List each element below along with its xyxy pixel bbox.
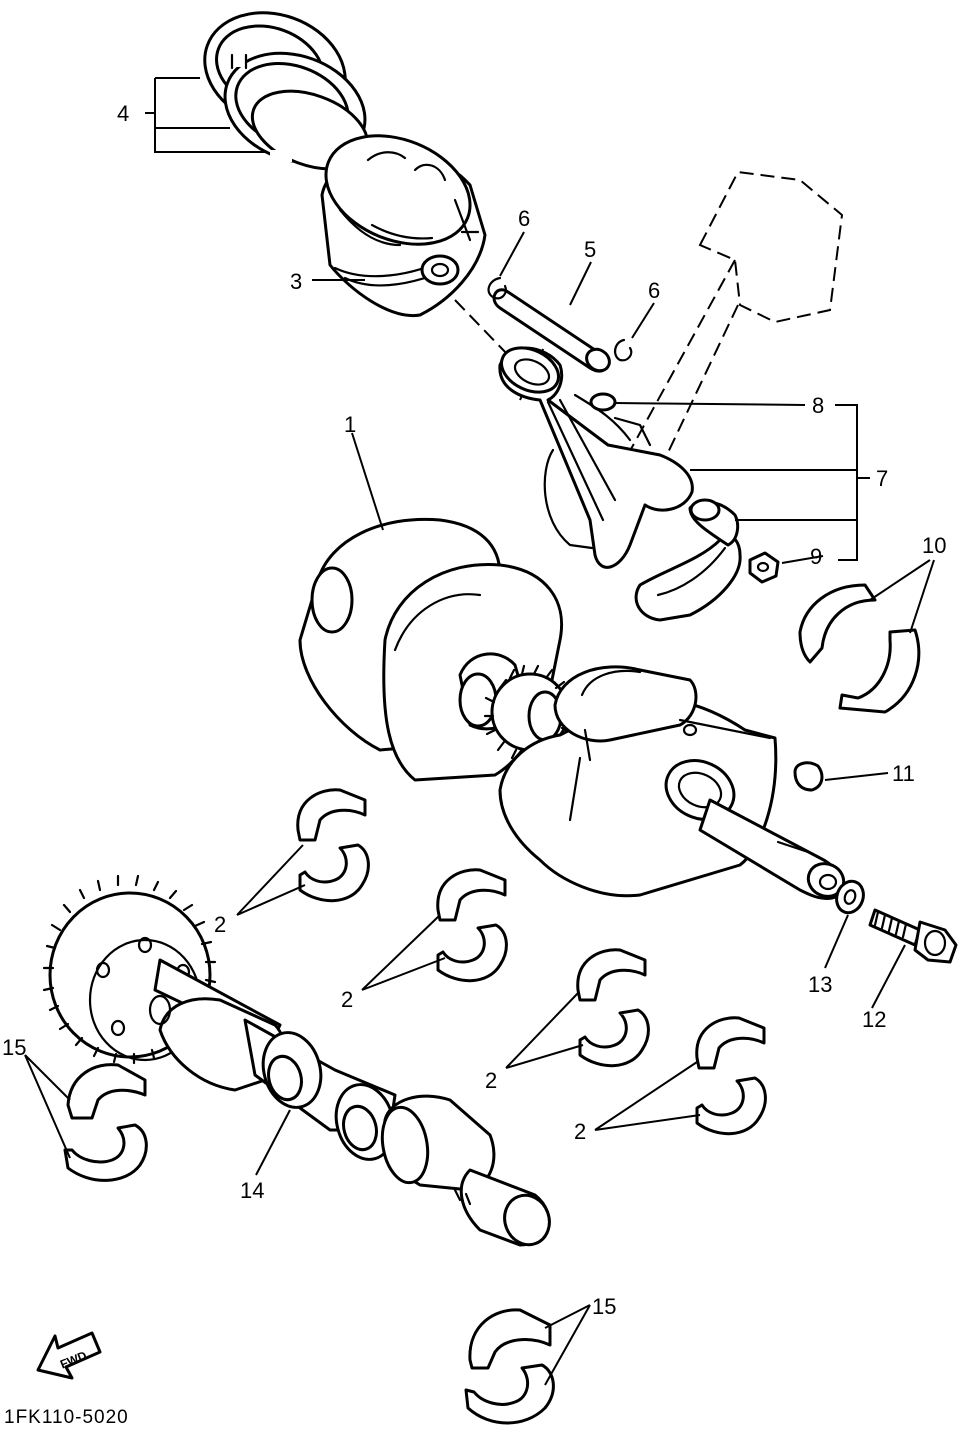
- callout-2-b: 2: [341, 987, 353, 1012]
- callout-12: 12: [862, 1007, 886, 1032]
- main-bearing-set-2: [436, 868, 508, 983]
- pin-clip-right: [614, 338, 633, 362]
- crank-bearing-lower: [838, 628, 921, 714]
- callout-11: 11: [892, 761, 915, 786]
- forward-arrow-icon: FWD: [36, 1331, 102, 1380]
- balancer-shaft: [42, 874, 551, 1247]
- callout-14: 14: [240, 1178, 264, 1203]
- callout-5: 5: [584, 237, 596, 262]
- crank-bolt: [868, 908, 958, 964]
- callout-4: 4: [117, 101, 129, 126]
- callout-3: 3: [290, 269, 302, 294]
- callout-13: 13: [808, 972, 832, 997]
- callout-10: 10: [922, 533, 946, 558]
- crank-bearing-upper: [798, 583, 877, 664]
- balancer-bearing-left: [63, 1063, 148, 1182]
- crankshaft: [298, 517, 846, 900]
- callout-2-c: 2: [485, 1068, 497, 1093]
- pin-clip-left: [487, 276, 507, 300]
- connecting-rod: [498, 346, 694, 569]
- callout-1: 1: [344, 412, 356, 437]
- rod-nut: [748, 551, 780, 584]
- callout-2-a: 2: [214, 912, 226, 937]
- callout-15-left: 15: [2, 1035, 26, 1060]
- drawing-code: 1FK110-5020: [4, 1407, 129, 1428]
- callout-15-bottom: 15: [592, 1294, 616, 1319]
- callout-6-right: 6: [648, 278, 660, 303]
- callout-numbers: 4 3 6 5 6 8 7 9 10 1 11 13 12 2 2 2 2 14…: [2, 101, 946, 1319]
- assembly-line-piston: [454, 299, 509, 356]
- callout-6-left: 6: [518, 206, 530, 231]
- callout-9: 9: [810, 544, 822, 569]
- rod-cap: [634, 498, 742, 622]
- callout-7: 7: [876, 466, 888, 491]
- callout-2-d: 2: [574, 1119, 586, 1144]
- balancer-bearing-bottom: [464, 1308, 555, 1425]
- woodruff-key: [793, 761, 824, 792]
- main-bearing-set-4: [695, 1016, 767, 1136]
- main-bearing-set-3: [576, 948, 650, 1068]
- washer: [835, 879, 865, 915]
- piston: [320, 134, 487, 318]
- piston-pin: [492, 288, 611, 373]
- leader-lines: [24, 77, 935, 1386]
- main-bearing-set-1: [296, 788, 370, 903]
- callout-8: 8: [812, 393, 824, 418]
